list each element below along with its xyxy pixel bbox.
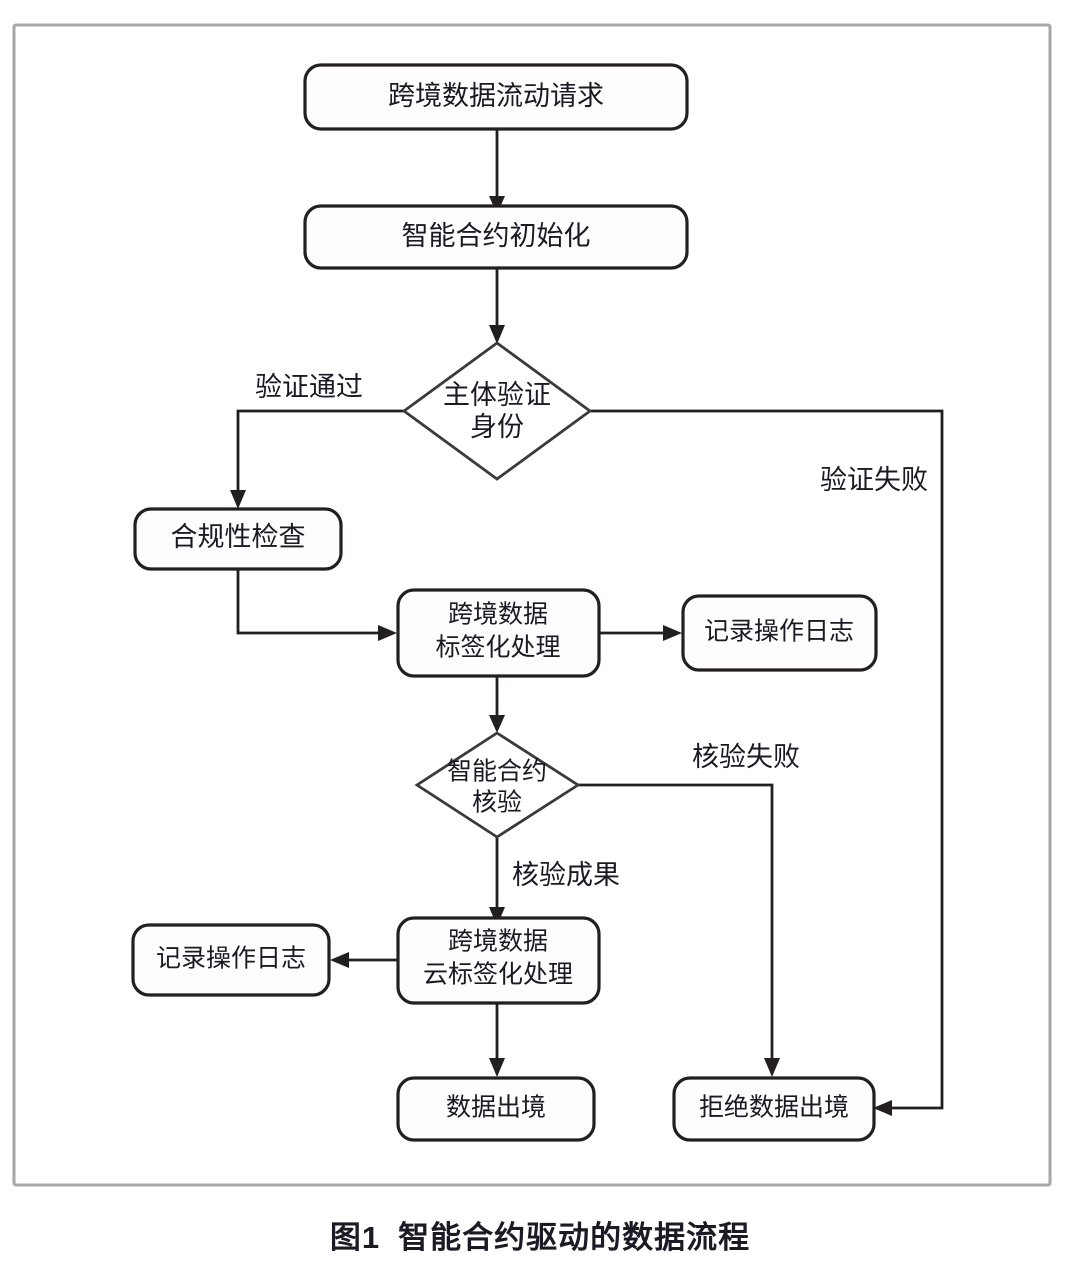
node-log-top[interactable]: 记录操作日志 [681,594,878,672]
edge-tagging-to-verify [489,676,505,733]
node-log-bottom-label: 记录操作日志 [156,945,306,973]
node-contract-verify-label-line1: 智能合约 [447,758,547,786]
node-data-reject-label: 拒绝数据出境 [699,1094,849,1122]
edge-cloudtagging-to-log [330,952,397,968]
edge-init-to-identity [489,268,505,344]
node-tagging[interactable]: 跨境数据 标签化处理 [396,588,601,678]
node-cloud-tagging[interactable]: 跨境数据 云标签化处理 [396,916,601,1005]
node-contract-verify-label-line2: 核验 [472,789,522,817]
edge-verify-fail [590,409,944,1116]
node-log-bottom[interactable]: 记录操作日志 [131,923,331,997]
node-log-top-label: 记录操作日志 [704,618,854,646]
edge-label-verify-pass: 验证通过 [255,372,363,402]
node-identity-check-label-line2: 身份 [470,412,524,442]
node-init-label: 智能合约初始化 [402,221,591,251]
node-cloud-tagging-label-line1: 跨境数据 [448,928,548,956]
node-tagging-label-line1: 跨境数据 [448,601,548,629]
node-compliance-check-label: 合规性检查 [171,522,306,552]
flowchart-diagram: 跨境数据流动请求 智能合约初始化 主体验证 身份 合规性检查 跨境数据 标签化处… [12,23,1052,1187]
edge-tagging-to-log [599,625,682,641]
node-identity-check[interactable]: 主体验证 身份 [401,341,593,481]
node-contract-verify[interactable]: 智能合约 核验 [414,731,581,839]
edge-verify-pass [230,409,404,509]
edge-compliance-to-tagging [236,569,397,641]
edge-label-check-fail: 核验失败 [692,742,800,772]
figure-caption-number: 图1 [329,1220,381,1255]
node-request[interactable]: 跨境数据流动请求 [303,63,689,131]
edge-label-check-success: 核验成果 [512,860,620,890]
figure-caption: 图1 智能合约驱动的数据流程 [0,1212,1080,1257]
node-data-reject[interactable]: 拒绝数据出境 [672,1076,876,1142]
node-compliance-check[interactable]: 合规性检查 [133,507,343,571]
node-data-export[interactable]: 数据出境 [396,1076,596,1142]
node-data-export-label: 数据出境 [446,1094,546,1122]
node-tagging-label-line2: 标签化处理 [435,634,560,662]
edge-label-verify-fail: 验证失败 [820,465,928,495]
node-request-label: 跨境数据流动请求 [388,81,604,111]
edge-cloudtagging-to-export [489,1003,505,1077]
node-cloud-tagging-label-line2: 云标签化处理 [423,961,573,989]
node-init[interactable]: 智能合约初始化 [303,204,689,270]
edge-check-fail [578,783,780,1077]
node-identity-check-label-line1: 主体验证 [443,380,551,410]
figure-caption-title: 智能合约驱动的数据流程 [398,1220,751,1255]
